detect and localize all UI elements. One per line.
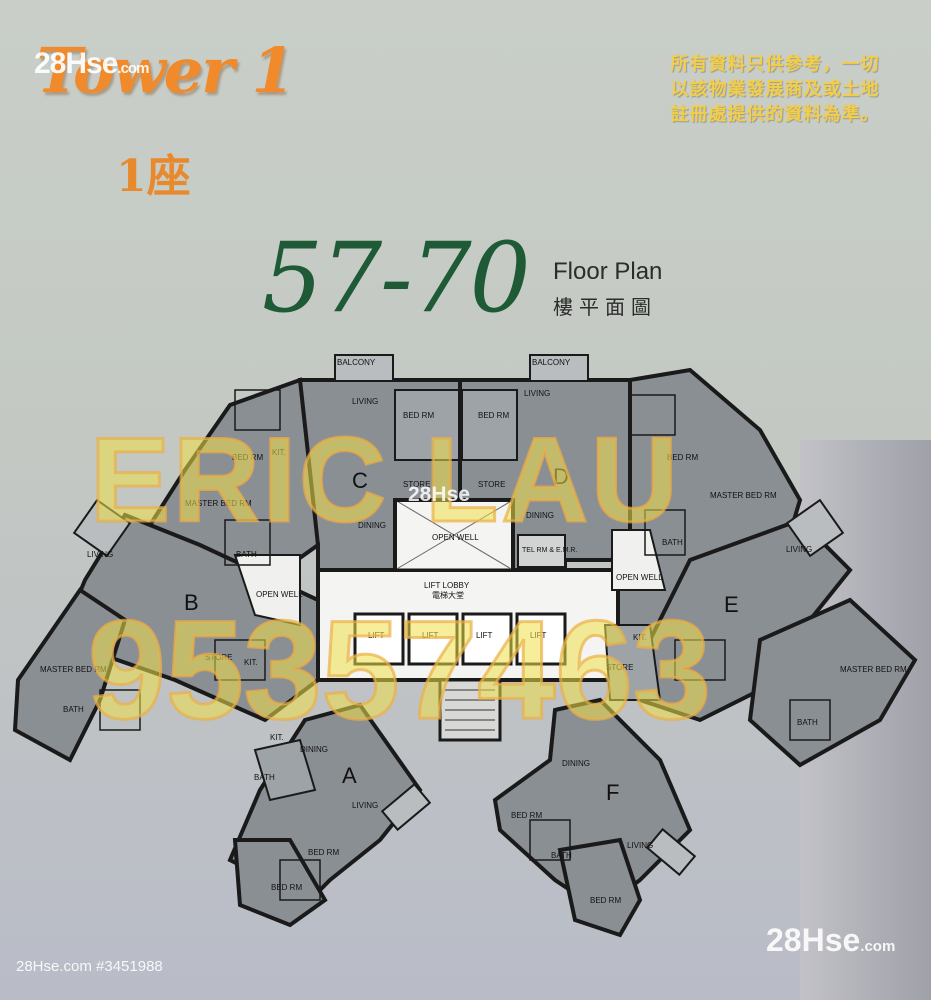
disclaimer-line-1: 所有資料只供參考，一切 [670,54,880,74]
master-label-e2: MASTER BED RM [840,665,907,674]
bath-label-b2: BATH [236,550,257,559]
lift-label-2: LIFT [422,631,439,640]
bed-label-a: BED RM [308,848,339,857]
balcony-label-c: BALCONY [337,358,376,367]
store-label-d: STORE [478,480,505,489]
open-well-label-right: OPEN WELL [616,573,663,582]
lift-shafts [353,612,567,666]
agent-name-overlay: ERIC LAU [89,413,681,547]
bed-label-e: BED RM [667,453,698,462]
unit-label-d: D [553,464,569,489]
bed-label-f: BED RM [511,811,542,820]
store-label-e: STORE [606,663,633,672]
floor-plan-label: Floor Plan [553,258,663,285]
kit-label-b: KIT. [244,658,258,667]
bath-label-a: BATH [254,773,275,782]
agent-phone-overlay: 95357463 [87,591,713,748]
living-label-f: LIVING [627,841,653,850]
open-well-label-center: OPEN WELL [432,533,479,542]
bed-label-f2: BED RM [590,896,621,905]
kit-label-c: KIT. [272,448,286,457]
unit-label-f: F [606,780,619,805]
bath-label-e2: BATH [662,538,683,547]
kit-label-a: KIT. [270,733,284,742]
open-well-label-left: OPEN WELL [256,590,303,599]
dining-label-c: DINING [358,521,386,530]
disclaimer: 所有資料只供參考，一切 以該物業發展商及或土地 註冊處提供的資料為準。 [640,52,910,127]
bath-label-b: BATH [63,705,84,714]
unit-d-shape [458,354,632,572]
master-label-b: MASTER BED RM [185,499,252,508]
site-watermark-name: 28Hse [34,47,118,80]
unit-label-e: E [724,592,739,617]
listing-id: 28Hse.com #3451988 [16,958,163,975]
bed-label-d: BED RM [478,411,509,420]
site-watermark-domain: .com [117,60,149,77]
lift-lobby-label: LIFT LOBBY [424,581,470,590]
site-watermark-bottom-name: 28Hse [766,922,861,958]
unit-a-shape [227,702,432,928]
tower-title-cn: 1座 [116,151,191,202]
unit-label-a: A [342,763,357,788]
dining-label-a: DINING [300,745,328,754]
unit-b-shape [12,498,320,763]
master-label-b2: MASTER BED RM [40,665,107,674]
bath-label-e: BATH [797,718,818,727]
lift-label-1: LIFT [368,631,385,640]
disclaimer-line-2: 以該物業發展商及或土地 [670,79,880,99]
living-label-c: LIVING [352,397,378,406]
bath-label-f: BATH [551,851,572,860]
stair-lines [445,689,495,731]
store-label-b: STORE [205,653,232,662]
unit-f-shape [492,624,697,938]
tower-title: Tower 1 [36,34,295,107]
living-label-d: LIVING [524,389,550,398]
site-watermark-top: 28Hse.com [34,47,149,81]
bed-label-a2: BED RM [271,883,302,892]
floor-range: 57-70 [262,222,531,334]
floor-plan-label-cn: 樓平面圖 [553,297,657,319]
lift-lobby-label-cn: 電梯大堂 [432,590,464,600]
bed-label-b: BED RM [232,453,263,462]
tel-room-label: TEL RM & E.M.R. [522,547,577,554]
dining-label-f: DINING [562,759,590,768]
lift-label-3: LIFT [476,631,493,640]
master-label-e: MASTER BED RM [710,491,777,500]
room-outlines [99,389,831,901]
living-label-a: LIVING [352,801,378,810]
living-label-e: LIVING [786,545,812,554]
site-watermark-bottom-domain: .com [860,938,896,955]
dining-label-d: DINING [526,511,554,520]
site-watermark-center: 28Hse [408,483,470,506]
site-watermark-bottom: 28Hse.com [766,922,895,959]
unit-label-c: C [352,468,368,493]
living-label-b: LIVING [87,550,113,559]
disclaimer-line-3: 註冊處提供的資料為準。 [670,104,880,124]
store-label-c: STORE [403,480,430,489]
bed-label-c: BED RM [403,411,434,420]
balcony-label-d: BALCONY [532,358,571,367]
kit-label-e: KIT. [633,633,647,642]
lift-label-4: LIFT [530,631,547,640]
unit-label-b: B [184,590,199,615]
